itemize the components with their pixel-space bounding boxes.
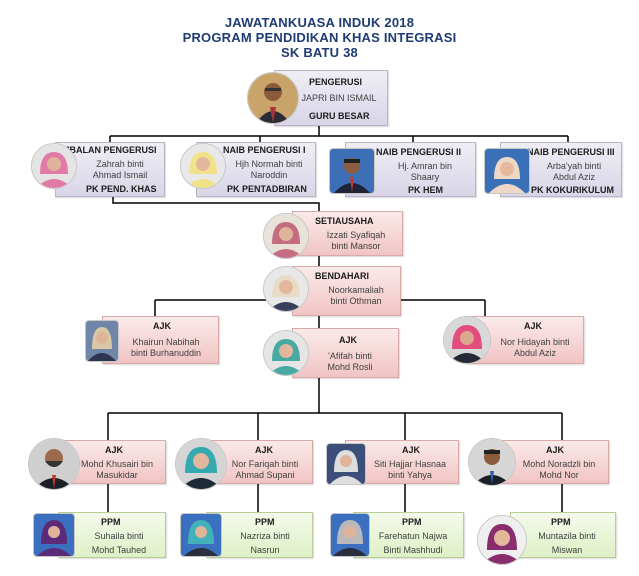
setiausaha-name-line1: Izzati Syafiqah <box>326 230 386 240</box>
ajk-row2-name1-2: Nor Fariqah binti <box>231 459 299 469</box>
ppm-box-2: PPM Nazriza binti Nasrun <box>206 512 313 558</box>
naib3-position: PK KOKURIKULUM <box>531 185 614 195</box>
person-photo-icon <box>263 330 309 376</box>
ajk-right-role: AJK <box>524 321 543 331</box>
timbalan-pengerusi-box: TIMBALAN PENGERUSI Zahrah binti Ahmad Is… <box>54 142 165 197</box>
ppm-box-4: PPM Muntazila binti Miswan <box>510 512 616 558</box>
ppm-name1-4: Muntazila binti <box>538 531 596 541</box>
ajk-left-name-line2: binti Burhanuddin <box>130 348 202 358</box>
ppm-box-3: PPM Farehatun Najwa Binti Mashhudi <box>353 512 464 558</box>
ajk-left-role: AJK <box>153 321 172 331</box>
ajk-row2-name2-4: Mohd Nor <box>539 470 579 480</box>
bendahari-role: BENDAHARI <box>315 271 369 281</box>
setiausaha-role: SETIAUSAHA <box>315 216 374 226</box>
ppm-name1-1: Suhaila binti <box>94 531 144 541</box>
ajk-row2-role-4: AJK <box>546 445 565 455</box>
person-photo-icon <box>484 148 530 194</box>
naib3-role: NAIB PENGERUSI III <box>527 147 615 157</box>
pengerusi-name: JAPRI BIN ISMAIL <box>301 93 377 103</box>
naib3-name-line1: Arba'yah binti <box>546 161 602 171</box>
timbalan-role: TIMBALAN PENGERUSI <box>54 145 157 155</box>
naib2-name-line1: Hj. Amran bin <box>397 161 453 171</box>
ajk-mid-box: AJK 'Afifah binti Mohd Rosli <box>292 328 399 378</box>
ppm-name1-3: Farehatun Najwa <box>378 531 448 541</box>
person-photo-icon <box>180 143 226 189</box>
ajk-left-name-line1: Khairun Nabihah <box>132 337 200 347</box>
ajk-right-name-line2: Abdul Aziz <box>513 348 557 358</box>
ajk-row2-role-3: AJK <box>402 445 421 455</box>
naib2-position: PK HEM <box>408 185 444 195</box>
person-photo-icon <box>33 513 75 557</box>
timbalan-name-line2: Ahmad Ismail <box>92 170 148 180</box>
ajk-left-box: AJK Khairun Nabihah binti Burhanuddin <box>102 316 219 364</box>
ajk-row2-name2-1: Masukidar <box>96 470 138 480</box>
naib1-role: NAIB PENGERUSI I <box>223 145 306 155</box>
person-photo-icon <box>263 213 309 259</box>
bendahari-name-line2: binti Othman <box>330 296 382 306</box>
ppm-name1-2: Nazriza binti <box>240 531 290 541</box>
ajk-row2-name1-1: Mohd Khusairi bin <box>80 459 154 469</box>
person-photo-icon <box>468 438 516 486</box>
chart-title-line1: JAWATANKUASA INDUK 2018 <box>224 15 415 30</box>
naib2-name-line2: Shaary <box>410 172 440 182</box>
ajk-row2-role-1: AJK <box>105 445 124 455</box>
person-photo-icon <box>443 316 491 364</box>
person-photo-icon <box>330 513 370 557</box>
ajk-row2-name1-4: Mohd Noradzli bin <box>522 459 596 469</box>
pengerusi-role: PENGERUSI <box>309 77 363 87</box>
person-photo-icon <box>477 515 527 565</box>
ppm-role-4: PPM <box>551 517 571 527</box>
bendahari-box: BENDAHARI Noorkamaliah binti Othman <box>292 266 401 316</box>
person-photo-icon <box>263 266 309 312</box>
person-photo-icon <box>329 148 375 194</box>
ajk-right-name-line1: Nor Hidayah binti <box>500 337 570 347</box>
ajk-row2-role-2: AJK <box>255 445 274 455</box>
person-photo-icon <box>326 443 366 485</box>
person-photo-icon <box>28 438 80 490</box>
ajk-mid-name-line2: Mohd Rosli <box>327 362 373 372</box>
person-photo-icon <box>85 320 119 362</box>
ppm-role-1: PPM <box>101 517 121 527</box>
ppm-name2-3: Binti Mashhudi <box>383 545 443 555</box>
ppm-role-3: PPM <box>402 517 422 527</box>
ppm-role-2: PPM <box>255 517 275 527</box>
naib2-role: NAIB PENGERUSI II <box>376 147 462 157</box>
ajk-row2-name1-3: Siti Hajjar Hasnaa <box>373 459 447 469</box>
ajk-row2-name2-2: Ahmad Supani <box>235 470 295 480</box>
person-photo-icon <box>31 143 77 189</box>
timbalan-name-line1: Zahrah binti <box>96 159 144 169</box>
naib1-position: PK PENTADBIRAN <box>227 184 307 194</box>
naib1-name-line2: Naroddin <box>250 170 288 180</box>
ajk-mid-role: AJK <box>339 335 358 345</box>
setiausaha-name-line2: binti Mansor <box>331 241 381 251</box>
chart-title-line3: SK BATU 38 <box>281 45 358 60</box>
pengerusi-position: GURU BESAR <box>309 111 370 121</box>
person-photo-icon <box>180 513 222 557</box>
ppm-box-1: PPM Suhaila binti Mohd Tauhed <box>58 512 166 558</box>
ppm-name2-2: Nasrun <box>250 545 280 555</box>
person-photo-icon <box>175 438 227 490</box>
ajk-row2-name2-3: binti Yahya <box>388 470 432 480</box>
ajk-mid-name-line1: 'Afifah binti <box>328 351 372 361</box>
chart-title-line2: PROGRAM PENDIDIKAN KHAS INTEGRASI <box>182 30 457 45</box>
ppm-name2-4: Miswan <box>551 545 583 555</box>
bendahari-name-line1: Noorkamaliah <box>328 285 384 295</box>
person-photo-icon <box>247 72 299 124</box>
setiausaha-box: SETIAUSAHA Izzati Syafiqah binti Mansor <box>292 211 403 256</box>
timbalan-position: PK PEND. KHAS <box>86 184 157 194</box>
ppm-name2-1: Mohd Tauhed <box>91 545 147 555</box>
naib3-name-line2: Abdul Aziz <box>552 172 596 182</box>
naib1-name-line1: Hjh Normah binti <box>235 159 303 169</box>
